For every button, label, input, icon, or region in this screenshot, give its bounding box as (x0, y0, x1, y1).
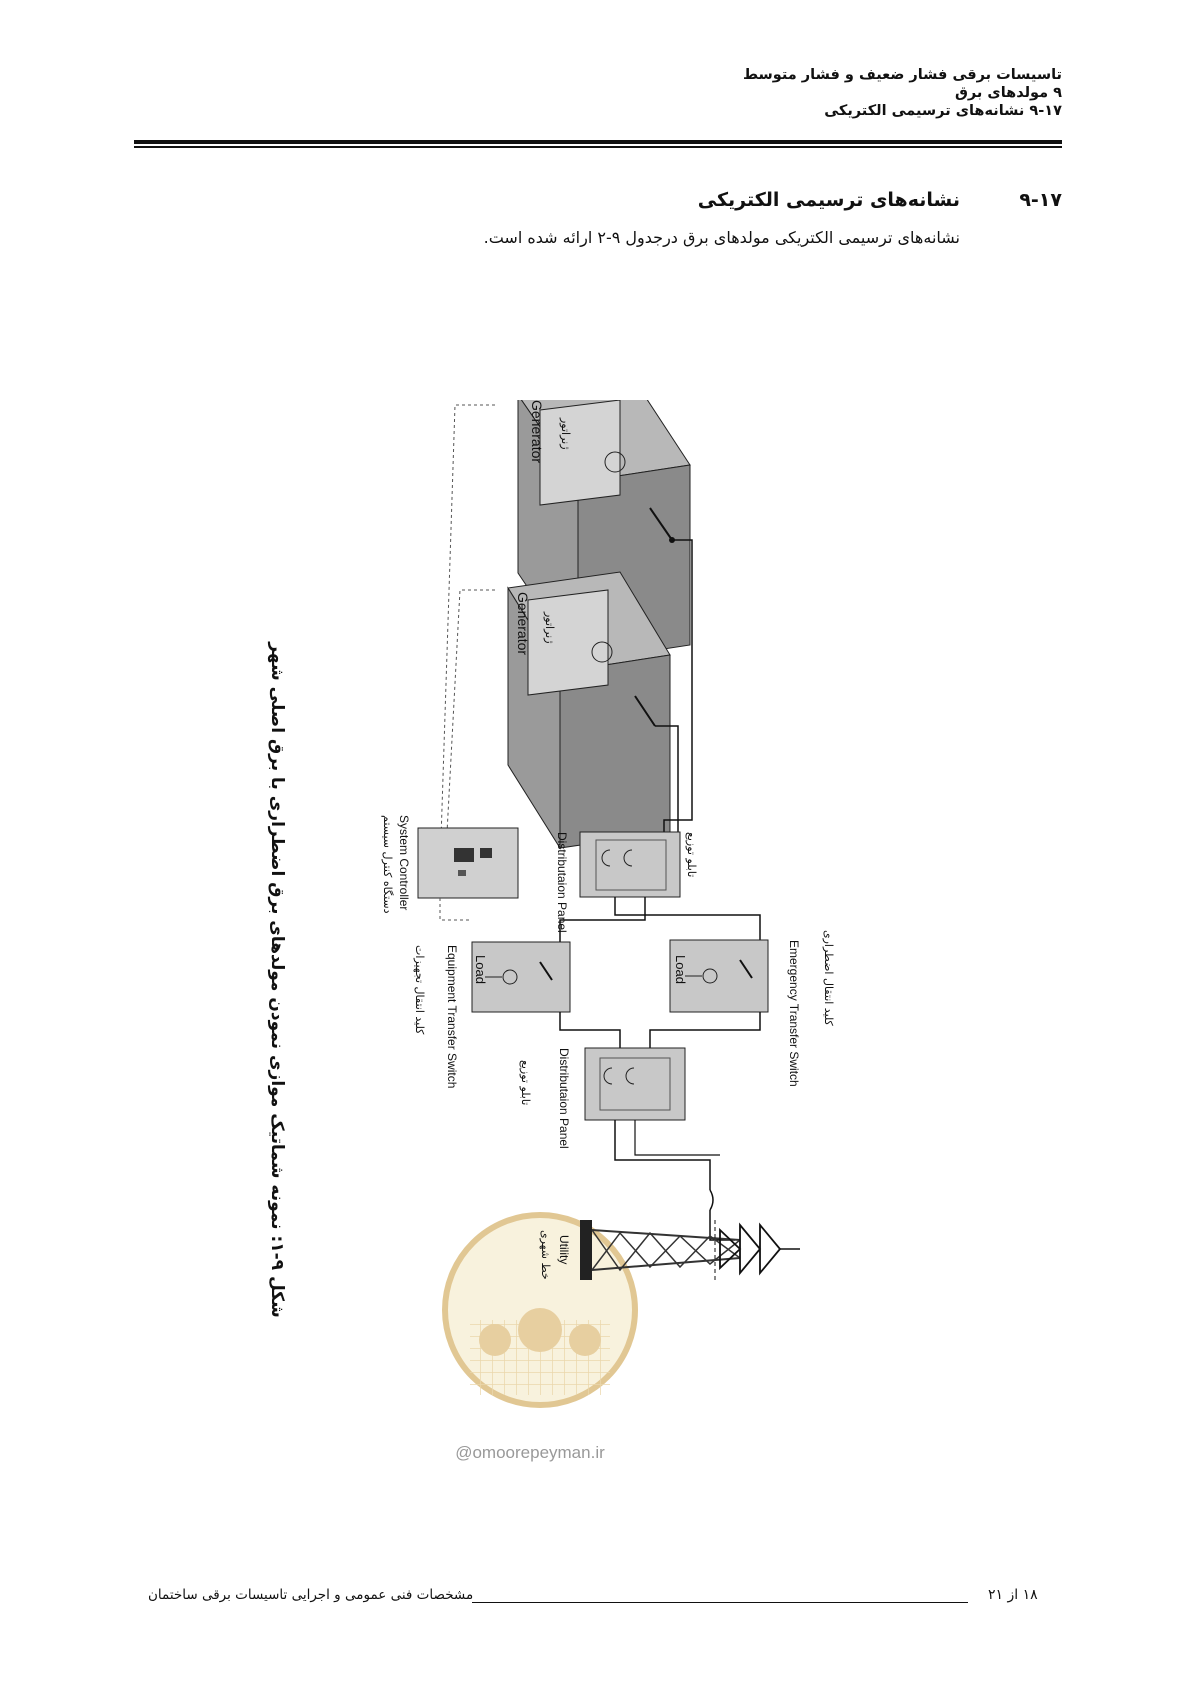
dist-panel-top-fa: تابلو توزیع (685, 832, 698, 877)
system-controller-en: System Controller (397, 815, 411, 910)
header-rule-thin (134, 146, 1062, 148)
emergency-switch-fa: کلید انتقال اضطراری (822, 930, 835, 1027)
system-controller-fa: دستگاه کنترل سیستم (381, 815, 394, 914)
dist-panel-bottom-en: Distributaion Panel (557, 1048, 571, 1149)
section-title: نشانه‌های ترسیمی الکتریکی (697, 189, 960, 211)
emergency-switch-en: Emergency Transfer Switch (787, 940, 801, 1087)
footer-rule (472, 1602, 968, 1603)
utility-label-en: Utility (557, 1235, 571, 1264)
dist-panel-top-en: Distributaion Panel (555, 832, 569, 933)
footer-title: مشخصات فنی عمومی و اجرایی تاسیسات برقی س… (148, 1587, 474, 1603)
header-rule-thick (134, 140, 1062, 144)
figure-caption: شکل ۹-۱: نمونه شماتیک موازی نمودن مولدها… (267, 641, 287, 1318)
running-header: تاسیسات برقی فشار ضعیف و فشار متوسط ۹ مو… (743, 66, 1062, 120)
figure-caption-group: شکل ۹-۱: نمونه شماتیک موازی نمودن مولدها… (267, 641, 287, 1318)
equipment-switch-en: Equipment Transfer Switch (445, 945, 459, 1088)
emergency-transfer-switch (669, 939, 769, 1013)
emergency-load-en: Load (673, 955, 688, 984)
generator-2 (507, 571, 671, 850)
header-line-2: ۹ مولدهای برق (954, 85, 1062, 101)
equipment-load-en: Load (473, 955, 488, 984)
equipment-transfer-switch (471, 941, 571, 1013)
header-line-1: تاسیسات برقی فشار ضعیف و فشار متوسط (742, 67, 1062, 83)
dist-panel-bottom-fa: تابلو توزیع (519, 1060, 532, 1105)
equipment-switch-fa: کلید انتقال تجهیزات (413, 945, 426, 1035)
header-line-3: ۹-۱۷ نشانه‌های ترسیمی الکتریکی (824, 103, 1062, 119)
watermark-url: @omoorepeyman.ir (455, 1443, 605, 1462)
section-intro: نشانه‌های ترسیمی الکتریکی مولدهای برق در… (483, 228, 960, 247)
distribution-panel-top (579, 831, 681, 898)
page-number: ۱۸ از ۲۱ (988, 1587, 1038, 1603)
schematic-figure: شکل ۹-۱: نمونه شماتیک موازی نمودن مولدها… (267, 400, 835, 1462)
generator-1-label-fa: ژنراتور (559, 417, 572, 450)
utility-tower (580, 1220, 800, 1280)
generator-2-label-fa: ژنراتور (543, 611, 556, 644)
system-controller (417, 827, 519, 899)
generator-2-label-en: Generator (515, 592, 531, 655)
section-number: ۹-۱۷ (1019, 189, 1062, 211)
distribution-panel-bottom (584, 1047, 686, 1121)
utility-label-fa: خط شهری (539, 1230, 552, 1280)
generator-1-label-en: Generator (529, 400, 545, 463)
